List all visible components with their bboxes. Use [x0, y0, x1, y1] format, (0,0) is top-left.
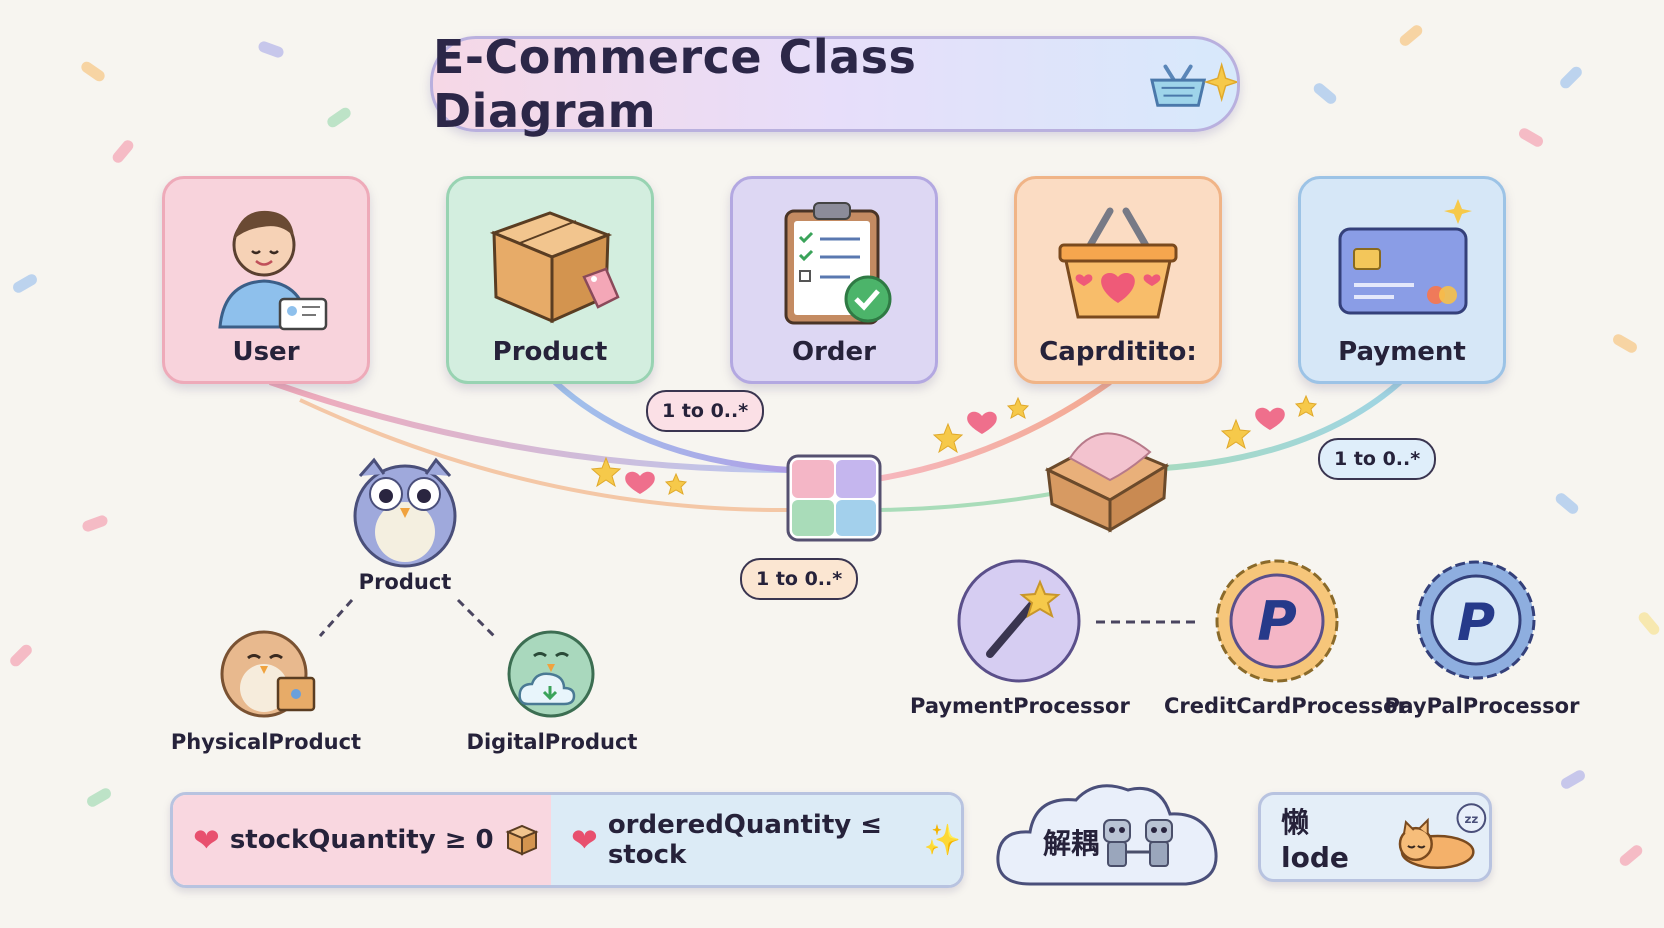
- parent-class-label: Product: [358, 570, 452, 594]
- lazy-load-note: 懒 lode zz: [1258, 792, 1492, 882]
- sparkle-decor: [590, 394, 1318, 496]
- owl-product-icon: [353, 457, 457, 568]
- credit-card-processor-badge-icon: P: [1215, 559, 1339, 683]
- magic-wand-icon: [957, 559, 1081, 683]
- constraint-text: orderedQuantity ≤ stock: [607, 810, 883, 870]
- class-card-user[interactable]: User: [162, 176, 370, 384]
- class-card-product[interactable]: Product: [446, 176, 654, 384]
- box-icon: [505, 824, 539, 856]
- decoupling-cloud: [996, 784, 1218, 886]
- class-label: Caprditito:: [1039, 337, 1197, 367]
- lazy-load-label: 懒 lode: [1281, 805, 1349, 874]
- constraint-text: stockQuantity ≥ 0: [229, 825, 494, 855]
- processor-label: PaymentProcessor: [910, 694, 1130, 718]
- owl-digital-icon: [507, 630, 595, 718]
- sleeping-cat-icon: zz: [1398, 803, 1487, 869]
- heart-decor: [625, 407, 1285, 494]
- class-label: Order: [792, 337, 876, 367]
- child-class-label: PhysicalProduct: [170, 730, 362, 754]
- constraint-ordered: ❤ orderedQuantity ≤ stock ✨: [551, 795, 961, 885]
- multiplicity-bubble: 1 to 0..*: [740, 558, 859, 600]
- owl-physical-icon: [220, 630, 316, 718]
- constraint-stock: ❤ stockQuantity ≥ 0: [173, 795, 551, 885]
- svg-text:P: P: [1257, 590, 1297, 653]
- decoupling-label: 解耦: [1042, 827, 1099, 860]
- class-label: Payment: [1338, 337, 1466, 367]
- title-banner: E-Commerce Class Diagram: [430, 30, 1240, 138]
- class-card-order[interactable]: Order: [730, 176, 938, 384]
- multiplicity-bubble: 1 to 0..*: [646, 390, 765, 432]
- processor-label: PayPalProcessor: [1384, 694, 1580, 718]
- package-box-icon: [489, 211, 620, 324]
- class-card-cart[interactable]: Caprditito:: [1014, 176, 1222, 384]
- svg-text:P: P: [1457, 593, 1495, 653]
- heart-icon: ❤: [571, 821, 598, 859]
- child-class-label: DigitalProduct: [466, 730, 638, 754]
- clipboard-check-icon: [784, 202, 892, 325]
- processor-label: CreditCardProcessor: [1164, 694, 1408, 718]
- shopping-basket-icon: [1058, 207, 1178, 319]
- open-box-icon: [1044, 432, 1170, 533]
- multiplicity-bubble: 1 to 0..*: [1318, 438, 1437, 480]
- paypal-processor-badge-icon: P: [1416, 560, 1536, 680]
- svg-text:zz: zz: [1464, 812, 1478, 826]
- basket-sparkle-icon: [1149, 61, 1237, 107]
- sparkle-icon: ✨: [923, 822, 961, 858]
- page-title: E-Commerce Class Diagram: [433, 30, 917, 138]
- constraints-panel: ❤ stockQuantity ≥ 0 ❤ orderedQuantity ≤ …: [170, 792, 964, 888]
- robot-pair-icon: [1103, 819, 1173, 867]
- class-card-payment[interactable]: Payment: [1298, 176, 1506, 384]
- class-label: Product: [492, 337, 608, 367]
- puzzle-hub-icon: [786, 454, 882, 542]
- credit-card-icon: [1338, 199, 1472, 315]
- class-label: User: [232, 337, 300, 367]
- user-badge-icon: [218, 210, 328, 331]
- heart-icon: ❤: [193, 821, 220, 859]
